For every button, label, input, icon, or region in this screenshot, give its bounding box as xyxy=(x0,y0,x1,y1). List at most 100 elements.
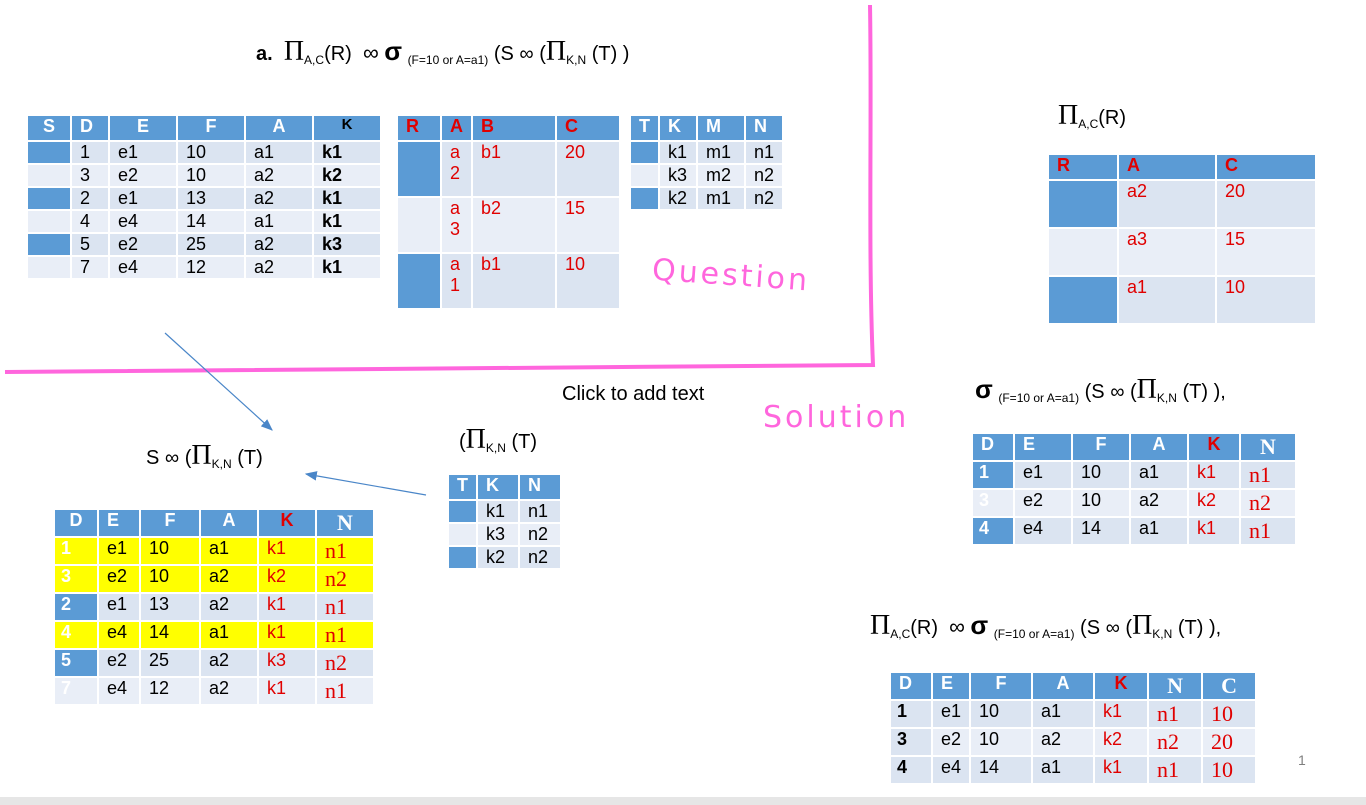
row-header-cell: 4 xyxy=(973,518,1013,544)
table-cell: b1 xyxy=(473,142,555,196)
table-cell: 10 xyxy=(178,165,244,186)
column-header: K xyxy=(314,116,380,140)
table-cell: 10 xyxy=(1217,277,1315,323)
table-cell: 2 xyxy=(72,188,108,209)
text-placeholder[interactable]: Click to add text xyxy=(562,383,705,405)
row-header-cell: 5 xyxy=(55,650,97,676)
table-cell: 20 xyxy=(1217,181,1315,227)
table-cell: 10 xyxy=(1203,757,1256,783)
table-cell: 5 xyxy=(72,234,108,255)
table-cell: 15 xyxy=(1217,229,1315,275)
table-cell: 14 xyxy=(178,211,244,232)
row-header-cell xyxy=(398,198,440,252)
table-cell: k1 xyxy=(478,501,518,522)
table-cell: k1 xyxy=(314,211,380,232)
table-cell: e4 xyxy=(99,622,139,648)
table-cell: 15 xyxy=(557,198,619,252)
table-cell: n1 xyxy=(317,594,373,620)
table-cell: k1 xyxy=(314,257,380,278)
table-cell: k1 xyxy=(1189,518,1239,544)
table-cell: k1 xyxy=(1189,462,1239,488)
row-header-cell xyxy=(28,234,70,255)
table-cell: a1 xyxy=(246,211,312,232)
table-cell: 14 xyxy=(971,757,1032,783)
row-header-cell xyxy=(631,165,658,186)
table-cell: 20 xyxy=(557,142,619,196)
column-header: B xyxy=(473,116,555,140)
row-header-cell xyxy=(1049,229,1117,275)
table-cell: e1 xyxy=(933,701,970,727)
sigma-label: σ (F=10 or A=a1) (S ∞ (ΠK,N (T) ), xyxy=(975,374,1226,405)
table-cell: a 1 xyxy=(442,254,471,308)
table-cell: n1 xyxy=(1149,701,1202,727)
column-header: A xyxy=(442,116,471,140)
table-cell: a2 xyxy=(1131,490,1187,516)
pi-kn-label: (ΠK,N (T) xyxy=(459,424,538,455)
table-cell: 1 xyxy=(72,142,108,163)
table-cell: k2 xyxy=(1189,490,1239,516)
table-cell: m2 xyxy=(698,165,744,186)
table-cell: 10 xyxy=(141,566,199,592)
table-cell: n1 xyxy=(1149,757,1202,783)
row-header-cell xyxy=(449,524,476,545)
row-header-cell: 4 xyxy=(55,622,97,648)
table-cell: 13 xyxy=(141,594,199,620)
table-cell: m1 xyxy=(698,188,744,209)
column-header: K xyxy=(259,510,315,536)
row-header-cell: 1 xyxy=(973,462,1013,488)
table-cell: k1 xyxy=(259,538,315,564)
column-header: K xyxy=(1189,434,1239,460)
column-header: A xyxy=(201,510,257,536)
row-header-cell: 3 xyxy=(891,729,931,755)
table-cell: n2 xyxy=(317,566,373,592)
s-join-label: S ∞ (ΠK,N (T) xyxy=(146,440,263,471)
table-cell: k3 xyxy=(259,650,315,676)
table-cell: k1 xyxy=(1095,701,1148,727)
column-header: E xyxy=(110,116,176,140)
table-cell: k2 xyxy=(314,165,380,186)
row-header-cell xyxy=(28,165,70,186)
table-cell: n1 xyxy=(317,678,373,704)
row-header-cell: 1 xyxy=(55,538,97,564)
table-cell: a2 xyxy=(246,257,312,278)
table-cell: 14 xyxy=(1073,518,1129,544)
arrow-pikn-to-join xyxy=(304,471,427,496)
column-header: D xyxy=(72,116,108,140)
table-cell: 25 xyxy=(178,234,244,255)
table-cell: e4 xyxy=(110,211,176,232)
table-cell: e4 xyxy=(933,757,970,783)
row-header-cell: 3 xyxy=(55,566,97,592)
column-header: A xyxy=(1131,434,1187,460)
table-cell: 10 xyxy=(141,538,199,564)
table-cell: k1 xyxy=(1095,757,1148,783)
column-header: A xyxy=(1033,673,1094,699)
row-header-cell: 2 xyxy=(55,594,97,620)
table-cell: a2 xyxy=(201,594,257,620)
table-cell: e1 xyxy=(99,594,139,620)
table-cell: 7 xyxy=(72,257,108,278)
table-cell: b2 xyxy=(473,198,555,252)
column-header: T xyxy=(449,475,476,499)
row-header-cell xyxy=(449,547,476,568)
table-cell: 4 xyxy=(72,211,108,232)
table-cell: e1 xyxy=(1015,462,1071,488)
